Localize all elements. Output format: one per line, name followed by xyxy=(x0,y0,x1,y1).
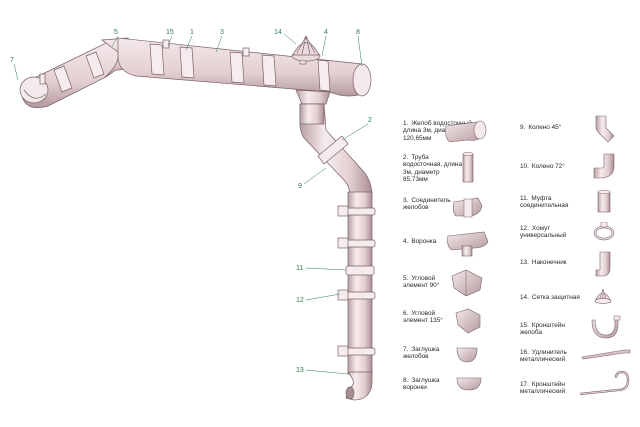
legend-num: 3. xyxy=(403,197,409,204)
callout-numbers: 7 5 15 1 3 14 4 8 2 9 11 12 13 xyxy=(10,29,372,374)
guard-mesh-icon xyxy=(594,288,612,304)
legend-text: Колено 45° xyxy=(528,124,562,131)
downpipe-icon xyxy=(462,152,474,183)
elbow-45-icon xyxy=(595,115,615,143)
legend-text: Хомут универсальный xyxy=(520,225,567,240)
callout-13: 13 xyxy=(296,367,304,374)
pipe-coupling-upper xyxy=(317,135,349,165)
legend-item-14: 14.Сетка защитная xyxy=(520,294,584,301)
legend-num: 4. xyxy=(403,238,409,245)
elbow-45-part xyxy=(299,103,325,125)
clamp-icon xyxy=(593,222,615,241)
callout-2: 2 xyxy=(368,117,372,124)
legend-text: Заглушка воронки xyxy=(403,377,440,392)
legend-text: Кронштейн металлический xyxy=(520,381,566,396)
legend-num: 8. xyxy=(403,377,409,384)
callout-11: 11 xyxy=(296,265,303,272)
downpipe-assembly xyxy=(299,103,376,401)
callout-1: 1 xyxy=(190,29,194,36)
legend-text: Угловой элемент 135° xyxy=(403,310,443,325)
legend-item-11: 11.Муфта соединительная xyxy=(520,195,580,210)
gutter-icon xyxy=(445,120,487,143)
legend-text: Удлинитель металлический xyxy=(520,349,567,364)
callout-4: 4 xyxy=(324,29,328,36)
callout-14: 14 xyxy=(274,29,282,36)
legend-num: 6. xyxy=(403,310,409,317)
legend-item-10: 10.Колено 72° xyxy=(520,163,580,170)
extender-icon xyxy=(581,349,631,360)
legend-item-1: 1.Желоб водосточный, длина 3м, диаметр 1… xyxy=(403,120,475,142)
funnel-cap-icon xyxy=(456,377,482,391)
legend-num: 10. xyxy=(520,163,529,170)
legend-num: 9. xyxy=(520,124,526,131)
legend-text: Сетка защитная xyxy=(531,294,580,301)
legend-text: Желоб водосточный, длина 3м, диаметр 120… xyxy=(403,120,474,142)
legend-text: Труба водосточная, длина 3м, диаметр 85,… xyxy=(403,154,463,184)
corner-135-icon xyxy=(455,308,481,334)
callout-12: 12 xyxy=(296,297,304,304)
gutter-end-cap-right xyxy=(352,63,372,97)
legend-num: 14. xyxy=(520,294,529,301)
guard-mesh xyxy=(291,35,321,62)
callout-7: 7 xyxy=(10,57,14,64)
legend-num: 11. xyxy=(520,195,529,202)
callout-15: 15 xyxy=(166,29,174,36)
legend-item-15: 15.Кронштейн желоба xyxy=(520,322,580,337)
legend-item-7: 7.Заглушка желобов xyxy=(403,346,461,361)
legend-num: 2. xyxy=(403,154,409,161)
legend-item-4: 4.Воронка xyxy=(403,238,465,245)
legend-num: 5. xyxy=(403,275,409,282)
gutter-connector-icon xyxy=(453,197,483,218)
legend-text: Наконечник xyxy=(531,259,567,266)
pipe-coupling xyxy=(345,265,375,276)
pipe-clamps xyxy=(337,205,376,357)
gutter-assembly xyxy=(19,35,372,108)
funnel-icon xyxy=(447,231,489,257)
legend-item-6: 6.Угловой элемент 135° xyxy=(403,310,461,325)
legend-item-8: 8.Заглушка воронки xyxy=(403,377,461,392)
callout-5: 5 xyxy=(114,29,118,36)
legend-num: 7. xyxy=(403,346,409,353)
legend-text: Угловой элемент 90° xyxy=(403,275,440,290)
legend-text: Заглушка желобов xyxy=(403,346,440,361)
legend-num: 17. xyxy=(520,381,529,388)
elbow-72-icon xyxy=(593,153,615,179)
legend-item-16: 16.Удлинитель металлический xyxy=(520,349,580,364)
legend-text: Воронка xyxy=(411,238,437,245)
legend-num: 12. xyxy=(520,225,529,232)
legend-item-13: 13.Наконечник xyxy=(520,259,580,266)
legend-item-12: 12.Хомут универсальный xyxy=(520,225,580,240)
legend-text: Кронштейн желоба xyxy=(520,322,565,337)
callout-3: 3 xyxy=(220,29,224,36)
gutter-connectors xyxy=(53,43,331,93)
funnel xyxy=(295,89,331,105)
legend-text: Муфта соединительная xyxy=(520,195,569,210)
corner-90-icon xyxy=(451,269,483,297)
legend-num: 13. xyxy=(520,259,529,266)
legend-text: Колено 72° xyxy=(531,163,565,170)
legend-item-9: 9.Колено 45° xyxy=(520,124,580,131)
callout-8: 8 xyxy=(356,29,360,36)
legend-item-2: 2.Труба водосточная, длина 3м, диаметр 8… xyxy=(403,154,463,184)
legend-num: 15. xyxy=(520,322,529,329)
legend-num: 16. xyxy=(520,349,529,356)
bracket-icon xyxy=(591,315,621,339)
callouts xyxy=(13,33,369,375)
legend-item-3: 3.Соединитель желобов xyxy=(403,197,465,212)
legend-num: 1. xyxy=(403,120,409,127)
outlet-icon xyxy=(595,251,611,277)
coupling-icon xyxy=(597,190,611,213)
metal-bracket-icon xyxy=(579,370,630,396)
legend-item-5: 5.Угловой элемент 90° xyxy=(403,275,461,290)
callout-9: 9 xyxy=(298,183,302,190)
gutter-cap-icon xyxy=(456,347,478,363)
downpipe-main xyxy=(347,191,373,375)
legend-text: Соединитель желобов xyxy=(403,197,451,212)
legend-item-17: 17.Кронштейн металлический xyxy=(520,381,580,396)
